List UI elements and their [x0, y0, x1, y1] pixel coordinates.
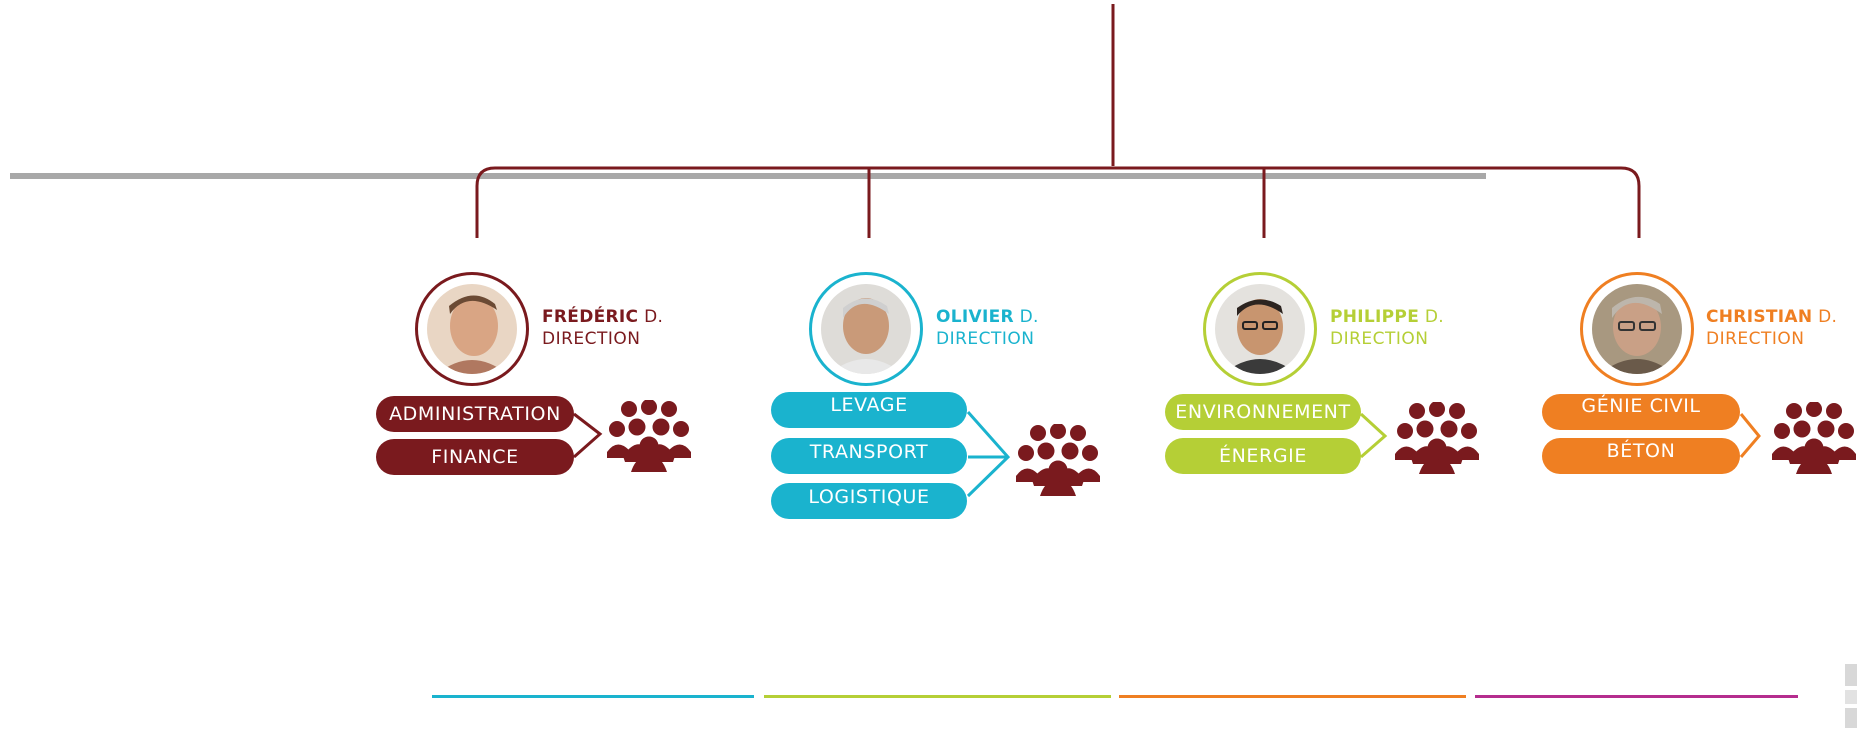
bracket-connector [573, 412, 603, 459]
department-pill[interactable]: FINANCE [376, 439, 574, 475]
department-pill[interactable]: GÉNIE CIVIL [1542, 394, 1740, 430]
person-role: DIRECTION [1330, 329, 1429, 349]
group-icon[interactable] [1016, 424, 1100, 496]
person-role: DIRECTION [1706, 329, 1805, 349]
avatar[interactable] [1203, 272, 1317, 386]
partial-logo-mark [1845, 664, 1857, 728]
department-pill[interactable]: ÉNERGIE [1165, 438, 1361, 474]
accent-line-green [764, 695, 1111, 698]
connector-horizontal [475, 166, 1641, 238]
avatar[interactable] [1580, 272, 1694, 386]
portrait-photo [427, 284, 517, 374]
avatar[interactable] [415, 272, 529, 386]
group-icon[interactable] [1772, 402, 1856, 474]
department-pill[interactable]: TRANSPORT [771, 438, 967, 474]
person-name: PHILIPPE D. [1330, 307, 1444, 327]
accent-line-orange [1119, 695, 1466, 698]
bracket-connector [1359, 412, 1388, 459]
person-role: DIRECTION [936, 329, 1035, 349]
accent-line-magenta [1475, 695, 1798, 698]
portrait-photo [821, 284, 911, 374]
person-name: FRÉDÉRIC D. [542, 307, 664, 327]
person-name: CHRISTIAN D. [1706, 307, 1838, 327]
department-pill[interactable]: ENVIRONNEMENT [1165, 394, 1361, 430]
accent-line-blue [432, 695, 754, 698]
bracket-connector [966, 411, 1011, 498]
department-pill[interactable]: LEVAGE [771, 392, 967, 428]
person-name: OLIVIER D. [936, 307, 1039, 327]
department-pill[interactable]: ADMINISTRATION [376, 396, 574, 432]
group-icon[interactable] [607, 400, 691, 472]
bracket-connector [1739, 413, 1761, 458]
grey-header-bar [10, 173, 1486, 179]
portrait-photo [1592, 284, 1682, 374]
group-icon[interactable] [1395, 402, 1479, 474]
person-role: DIRECTION [542, 329, 641, 349]
avatar[interactable] [809, 272, 923, 386]
portrait-photo [1215, 284, 1305, 374]
department-pill[interactable]: BÉTON [1542, 438, 1740, 474]
department-pill[interactable]: LOGISTIQUE [771, 483, 967, 519]
